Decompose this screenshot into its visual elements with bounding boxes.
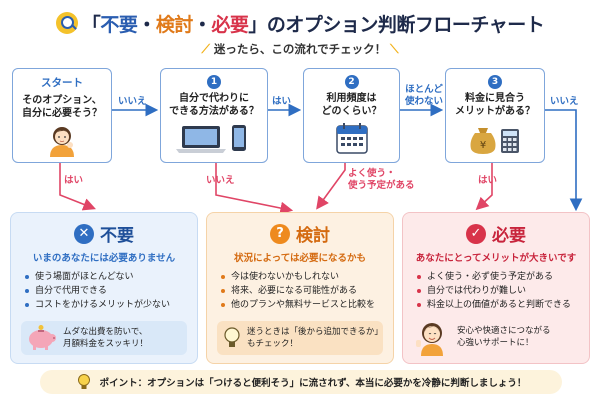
subtitle-text: 迷ったら、この流れでチェック！	[213, 42, 387, 56]
step-number: 2	[344, 75, 359, 89]
list-item: 使う場面がほとんどない	[25, 270, 197, 284]
title-rest: 」のオプション判断フローチャート	[248, 13, 545, 36]
card-note-line1: 迷うときは「後から追加できるか」	[247, 327, 383, 337]
card-subtitle: 状況によっては必要になるかも	[233, 253, 367, 264]
step-1-text1: 自分で代わりに	[179, 93, 249, 104]
card-note-text: ムダな出費を防いで、 月額料金をスッキリ！	[63, 326, 148, 350]
point-banner: ポイント：オプションは「つけると便利そう」に流されず、本当に必要かを冷静に判断し…	[40, 370, 562, 394]
card-title: ✕ 不要	[11, 221, 197, 246]
title-word-unneeded: 不要	[100, 13, 138, 36]
title-word-consider: 検討	[155, 13, 194, 36]
arrow-1-to-consider	[215, 163, 294, 215]
card-list: 使う場面がほとんどない 自分で代用できる コストをかけるメリットが少ない	[25, 270, 197, 312]
edge-label-2-3: ほとんど 使わない	[405, 84, 443, 108]
piggy-bank-icon	[29, 325, 56, 350]
result-card-consider: ? 検討 状況によっては必要になるかも 今は使わないかもしれない 将来、必要にな…	[206, 212, 394, 364]
card-note-line1: 安心や快適さにつながる	[457, 326, 551, 336]
card-note-line2: 月額料金をスッキリ！	[63, 339, 149, 349]
start-label: スタート	[41, 77, 83, 89]
edge-label-3-down: はい	[478, 175, 498, 186]
woman-thumbs-up-icon	[416, 323, 443, 356]
magnifier-icon	[55, 12, 78, 34]
list-item: よく使う・必ず使う予定がある	[417, 270, 589, 284]
list-item: コストをかけるメリットが少ない	[25, 298, 197, 312]
step-2-text2: どのくらい？	[321, 106, 382, 117]
page-title: 「 不要 ・ 検討 ・ 必要 」のオプション判断フローチャート	[0, 8, 600, 38]
arrow-start-to-unneeded	[59, 163, 96, 211]
lightbulb-icon	[224, 327, 240, 347]
card-note-line2: もチェック！	[247, 339, 299, 349]
arrow-2-to-consider	[316, 163, 346, 210]
result-card-needed: ✓ 必要 あなたにとってメリットが大きいです よく使う・必ず使う予定がある 自分…	[402, 212, 590, 364]
edge-label-2-3-line2: 使わない	[405, 96, 444, 107]
card-title: ? 検討	[207, 221, 393, 246]
card-list: 今は使わないかもしれない 将来、必要になる可能性がある 他のプランや無料サービス…	[221, 270, 393, 312]
card-list: よく使う・必ず使う予定がある 自分では代わりが難しい 料金以上の価値があると判断…	[417, 270, 589, 312]
sparkle-icon: ⟋	[201, 42, 210, 56]
step-number: 3	[488, 75, 502, 89]
list-item: 将来、必要になる可能性がある	[221, 284, 393, 298]
title-dot: ・	[192, 13, 212, 36]
result-card-unneeded: ✕ 不要 いまのあなたには必要ありません 使う場面がほとんどない 自分で代用でき…	[10, 212, 198, 364]
title-dot: ・	[137, 13, 156, 36]
edge-label-1-down: いいえ	[206, 175, 235, 186]
edge-label-start-1: いいえ	[118, 96, 147, 107]
laptop-phone-icon	[176, 125, 246, 153]
list-item: 今は使わないかもしれない	[221, 270, 393, 284]
card-title: ✓ 必要	[403, 221, 589, 246]
step-3: 3 料金に見合う メリットがある？ ¥	[445, 68, 545, 163]
edge-label-2-down: よく使う・ 使う予定がある	[348, 168, 415, 192]
calendar-icon	[335, 123, 368, 154]
question-circle-icon: ?	[270, 223, 290, 244]
sparkle-icon: ⟍	[390, 42, 399, 56]
check-circle-icon: ✓	[466, 223, 486, 244]
x-circle-icon: ✕	[74, 223, 94, 244]
step-3-text1: 料金に見合う	[465, 93, 525, 104]
step-1-text2: できる方法がある？	[169, 106, 259, 117]
step-2-text1: 利用頻度は	[326, 93, 377, 104]
edge-label-2-down-line2: 使う予定がある	[348, 180, 415, 191]
card-note: 安心や快適さにつながる 心強いサポートに！	[413, 317, 579, 357]
edge-label-2-3-line1: ほとんど	[405, 84, 443, 95]
step-3-text2: メリットがある？	[455, 106, 535, 117]
step-2: 2 利用頻度は どのくらい？	[303, 68, 400, 163]
arrow-3-to-needed	[545, 109, 583, 212]
card-note-text: 安心や快適さにつながる 心強いサポートに！	[457, 325, 551, 349]
subtitle: ⟋ 迷ったら、この流れでチェック！ ⟍	[0, 41, 600, 57]
edge-label-start-down: はい	[64, 175, 84, 186]
lightbulb-icon	[77, 374, 90, 389]
card-title-text: 不要	[100, 226, 134, 246]
list-item: 他のプランや無料サービスと比較を	[221, 298, 393, 312]
card-subtitle: あなたにとってメリットが大きいです	[415, 253, 577, 264]
list-item: 料金以上の価値があると判断できる	[417, 298, 589, 312]
list-item: 自分で代用できる	[25, 284, 197, 298]
card-note: 迷うときは「後から追加できるか」 もチェック！	[217, 321, 383, 355]
money-bag-calculator-icon: ¥	[470, 128, 519, 154]
title-open: 「	[81, 13, 101, 36]
card-note-line2: 心強いサポートに！	[457, 338, 534, 348]
point-text: ポイント：オプションは「つけると便利そう」に流されず、本当に必要かを冷静に判断し…	[99, 378, 527, 389]
title-word-needed: 必要	[211, 13, 249, 36]
card-title-text: 必要	[492, 226, 526, 246]
card-note-text: 迷うときは「後から追加できるか」 もチェック！	[247, 326, 383, 350]
list-item: 自分では代わりが難しい	[417, 284, 589, 298]
edge-label-1-2: はい	[272, 96, 292, 107]
step-1: 1 自分で代わりに できる方法がある？	[160, 68, 268, 163]
card-subtitle: いまのあなたには必要ありません	[32, 253, 176, 264]
step-start-text2: 自分に必要そう？	[22, 108, 102, 119]
step-start-text1: そのオプション、	[22, 95, 102, 106]
card-note-line1: ムダな出費を防いで、	[63, 327, 148, 337]
step-number: 1	[207, 75, 221, 89]
svg-text:¥: ¥	[480, 140, 486, 151]
card-title-text: 検討	[296, 226, 330, 246]
card-note: ムダな出費を防いで、 月額料金をスッキリ！	[21, 321, 187, 355]
step-start: スタート そのオプション、 自分に必要そう？	[12, 68, 112, 163]
woman-thinking-icon	[50, 127, 74, 157]
edge-label-3-right: いいえ	[550, 96, 579, 107]
edge-label-2-down-line1: よく使う・	[348, 168, 396, 179]
arrow-3-to-needed-down	[475, 163, 493, 211]
